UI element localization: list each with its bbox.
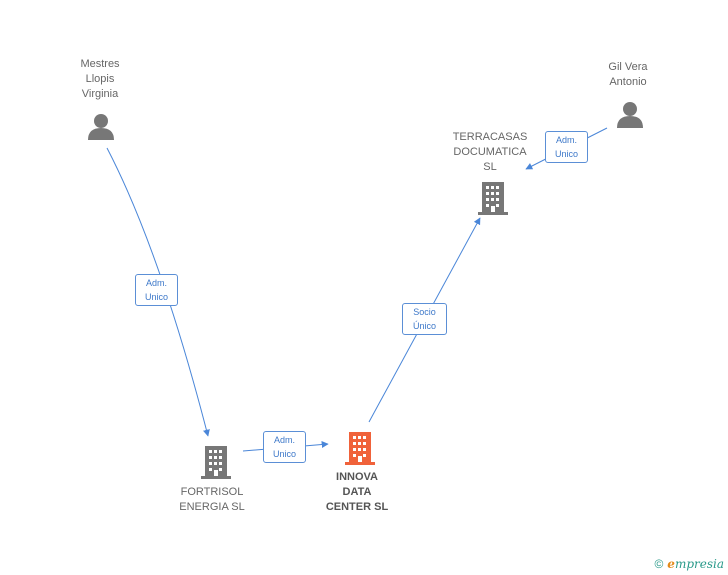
edge-label-line: Unico [272, 449, 296, 459]
edge-label-mestres-fortrisol: Adm. Unico [135, 274, 178, 306]
node-label-line: DATA [342, 486, 372, 498]
node-label-line: Llopis [85, 73, 115, 85]
node-label-line: SL [483, 161, 497, 173]
node-label-line: TERRACASAS [452, 131, 528, 143]
edge-label-line: Unico [144, 292, 168, 302]
edge-label-fortrisol-innova: Adm. Unico [263, 431, 306, 463]
edge-label-line: Socio [413, 307, 436, 317]
main-building-icon [345, 432, 375, 465]
node-label-line: Virginia [81, 88, 119, 100]
node-label-line: INNOVA [336, 471, 378, 483]
edge-label-line: Adm. [555, 135, 577, 145]
edge-label-line: Adm. [145, 278, 167, 288]
edge-label-line: Único [412, 321, 436, 331]
node-label-line: Antonio [609, 76, 647, 88]
node-label-gilvera[interactable]: Gil Vera Antonio [588, 60, 668, 90]
node-label-line: Gil Vera [608, 61, 648, 73]
building-icon [201, 446, 231, 479]
node-label-line: Mestres [80, 58, 120, 70]
edge-label-line: Unico [554, 149, 578, 159]
person-icon [617, 102, 643, 128]
edge-label-gilvera-terracasas: Adm. Unico [545, 131, 588, 163]
node-label-line: DOCUMATICA [453, 146, 527, 158]
footer-brand: © empresia [654, 557, 724, 571]
edge-mestres-fortrisol [106, 147, 210, 437]
node-label-line: FORTRISOL [180, 486, 244, 498]
edge-label-line: Adm. [273, 435, 295, 445]
node-label-line: ENERGIA SL [179, 501, 245, 513]
copyright-icon: © [654, 557, 664, 571]
logo-letter: e [667, 557, 675, 571]
node-label-terracasas[interactable]: TERRACASAS DOCUMATICA SL [440, 130, 540, 175]
node-label-mestres[interactable]: Mestres Llopis Virginia [60, 57, 140, 102]
building-icon [478, 182, 508, 215]
node-label-line: CENTER SL [325, 501, 389, 513]
edge-label-innova-terracasas: Socio Único [402, 303, 447, 335]
person-icon [88, 114, 114, 140]
empresia-logo[interactable]: empresia [667, 557, 724, 571]
node-label-fortrisol[interactable]: FORTRISOL ENERGIA SL [167, 485, 257, 515]
node-label-innova[interactable]: INNOVA DATA CENTER SL [312, 470, 402, 515]
logo-text: mpresia [674, 557, 724, 571]
